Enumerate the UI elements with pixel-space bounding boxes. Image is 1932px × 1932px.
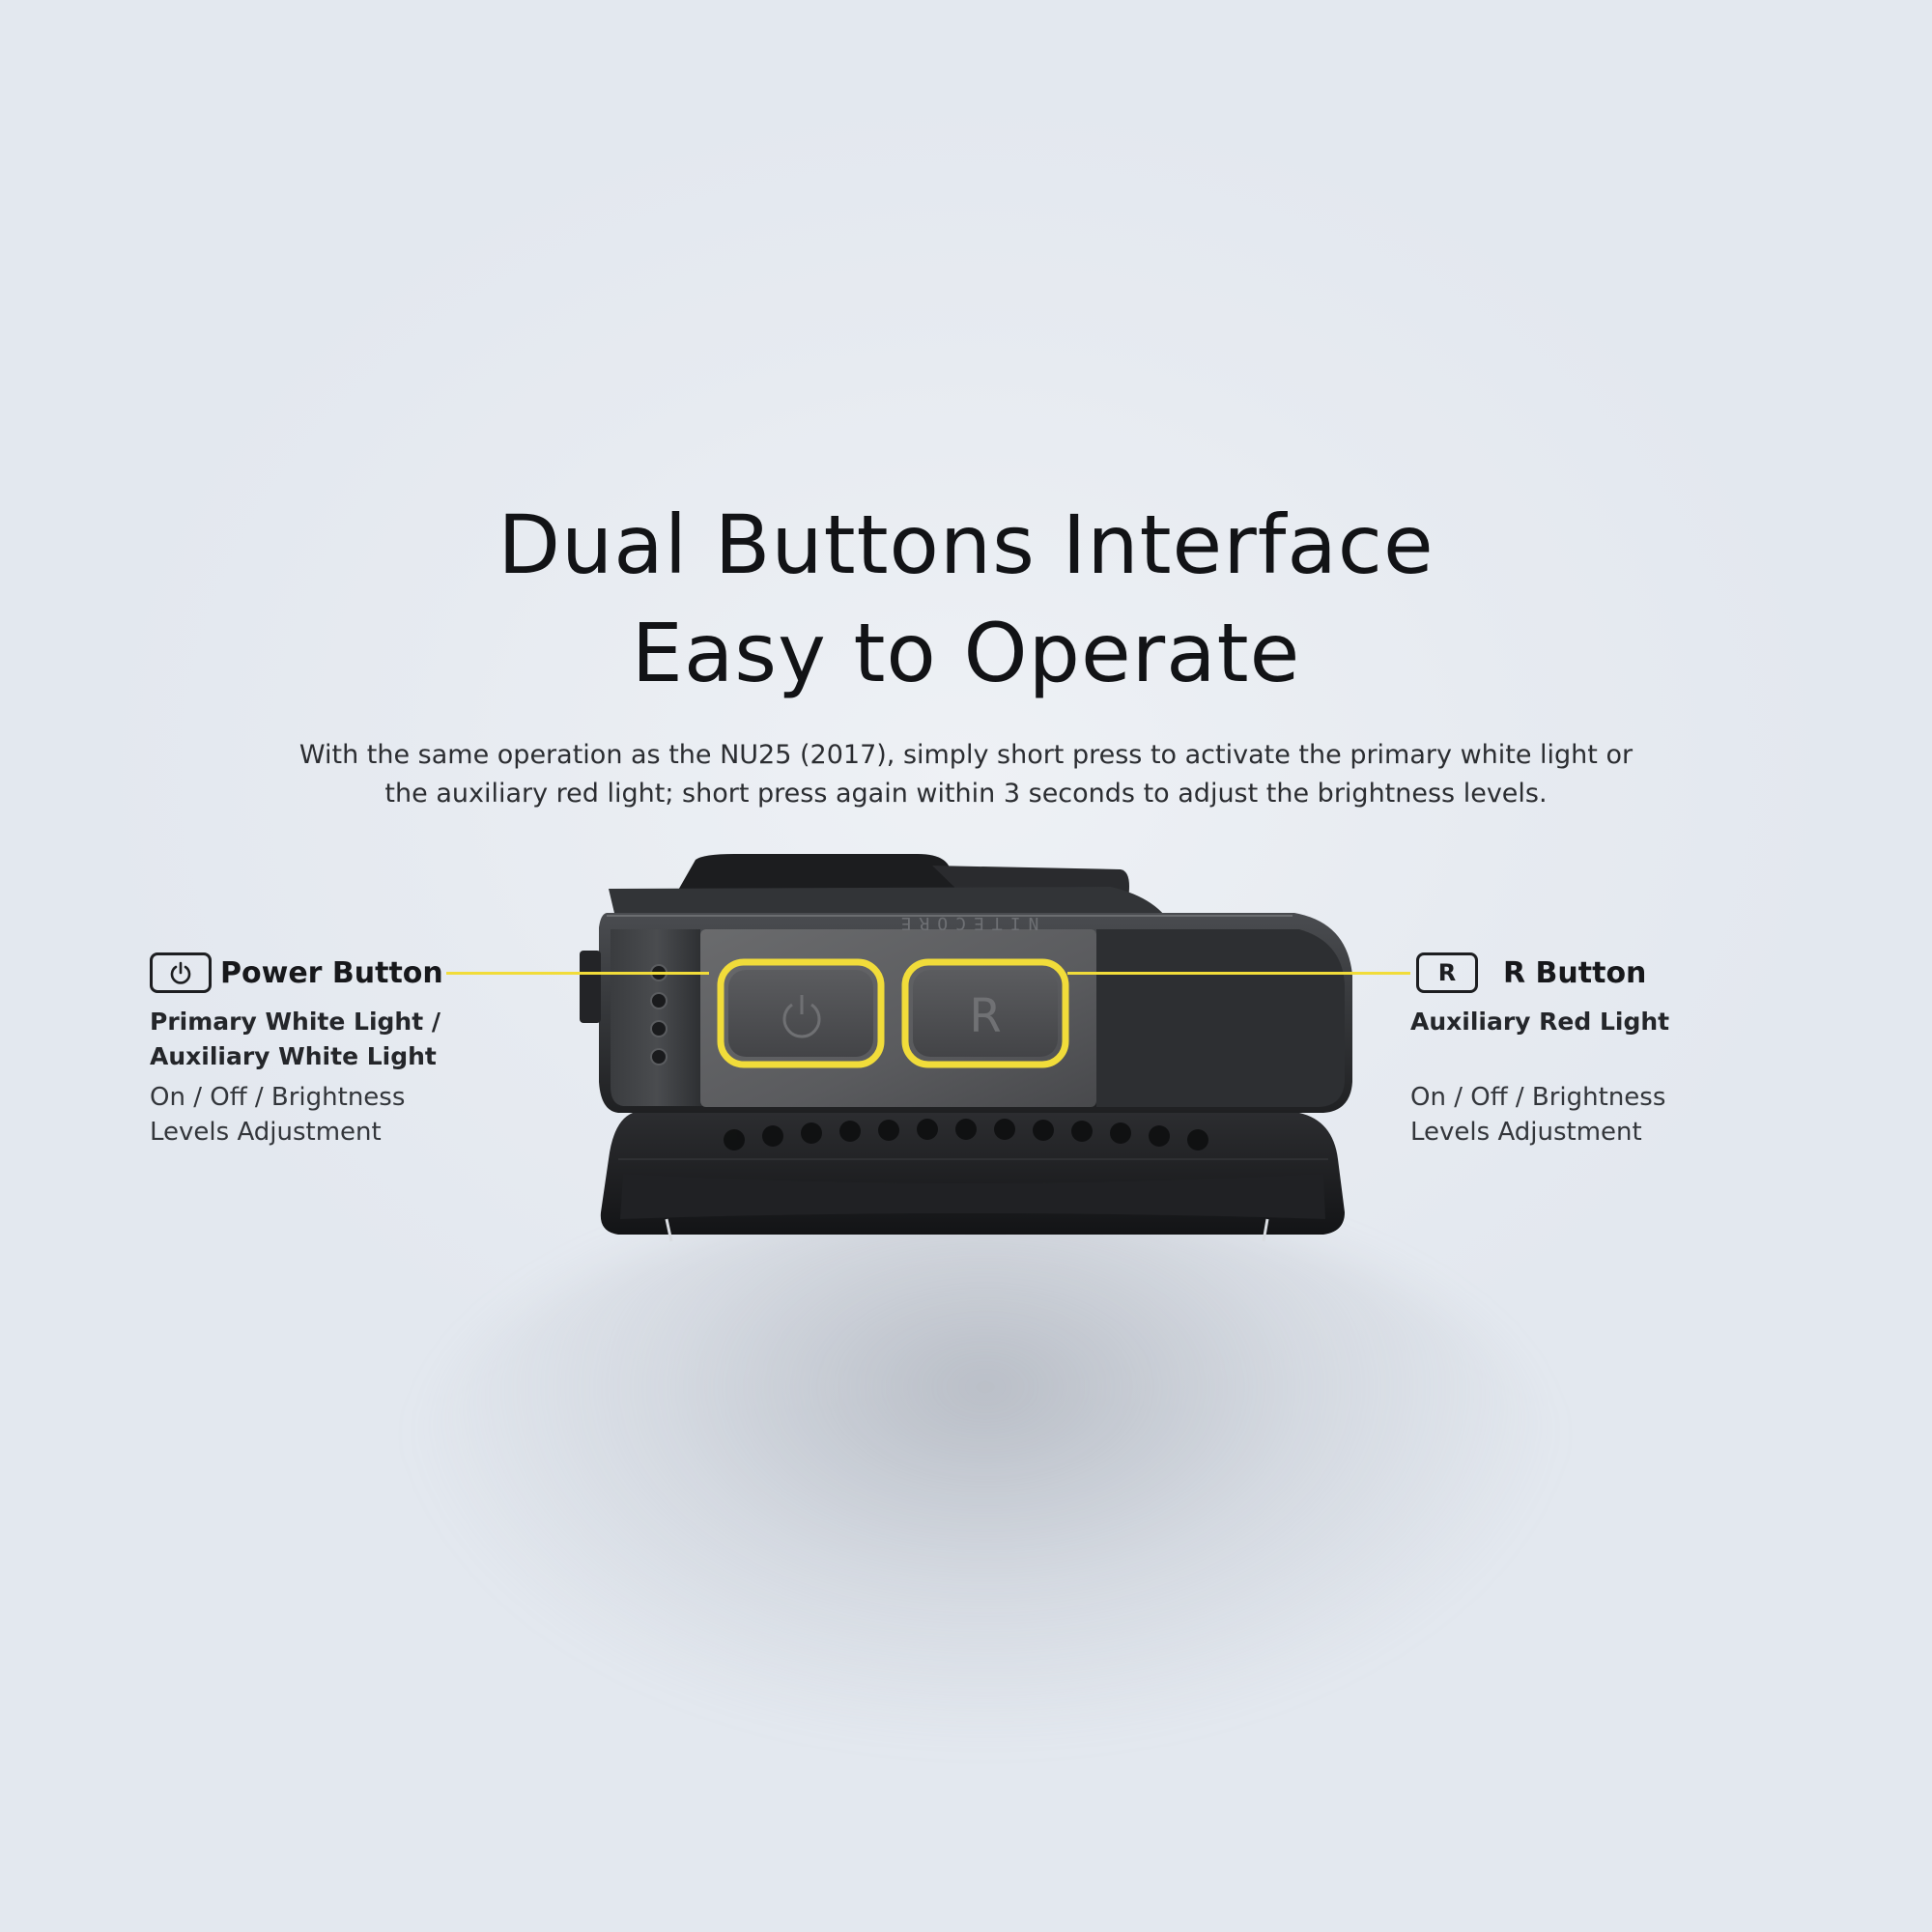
title-line-2: Easy to Operate [631, 606, 1301, 700]
r-action-line-1: On / Off / Brightness [1410, 1083, 1666, 1112]
title-line-1: Dual Buttons Interface [497, 497, 1435, 592]
power-icon [782, 995, 821, 1038]
power-action-line-2: Levels Adjustment [150, 1118, 382, 1147]
r-badge-text: R [1437, 959, 1457, 986]
brand-engraving: NITECORE [894, 913, 1039, 933]
device-clip [600, 1113, 1345, 1242]
intro-text: With the same operation as the NU25 (201… [290, 736, 1642, 813]
intro-line-2: the auxiliary red light; short press aga… [384, 779, 1548, 809]
intro-line-1: With the same operation as the NU25 (201… [298, 740, 1634, 770]
power-callout-line [446, 972, 709, 975]
r-callout-line [1067, 972, 1410, 975]
power-action-line-1: On / Off / Brightness [150, 1083, 406, 1112]
r-action-line-2: Levels Adjustment [1410, 1118, 1642, 1147]
device-r-button: R [901, 958, 1069, 1068]
power-function-line-2: Auxiliary White Light [150, 1042, 437, 1070]
product-shadow [415, 1198, 1555, 1739]
power-function-line-1: Primary White Light / [150, 1008, 441, 1036]
indicator-leds [650, 964, 668, 1065]
r-button-title: R Button [1503, 956, 1647, 990]
power-icon [170, 961, 191, 984]
device-power-button [717, 958, 885, 1068]
r-badge: R [1416, 952, 1478, 993]
r-glyph: R [969, 989, 1001, 1043]
page-title: Dual Buttons Interface Easy to Operate [0, 491, 1932, 707]
power-button-title: Power Button [220, 956, 443, 990]
r-function-line-1: Auxiliary Red Light [1410, 1008, 1670, 1036]
power-badge [150, 952, 212, 993]
